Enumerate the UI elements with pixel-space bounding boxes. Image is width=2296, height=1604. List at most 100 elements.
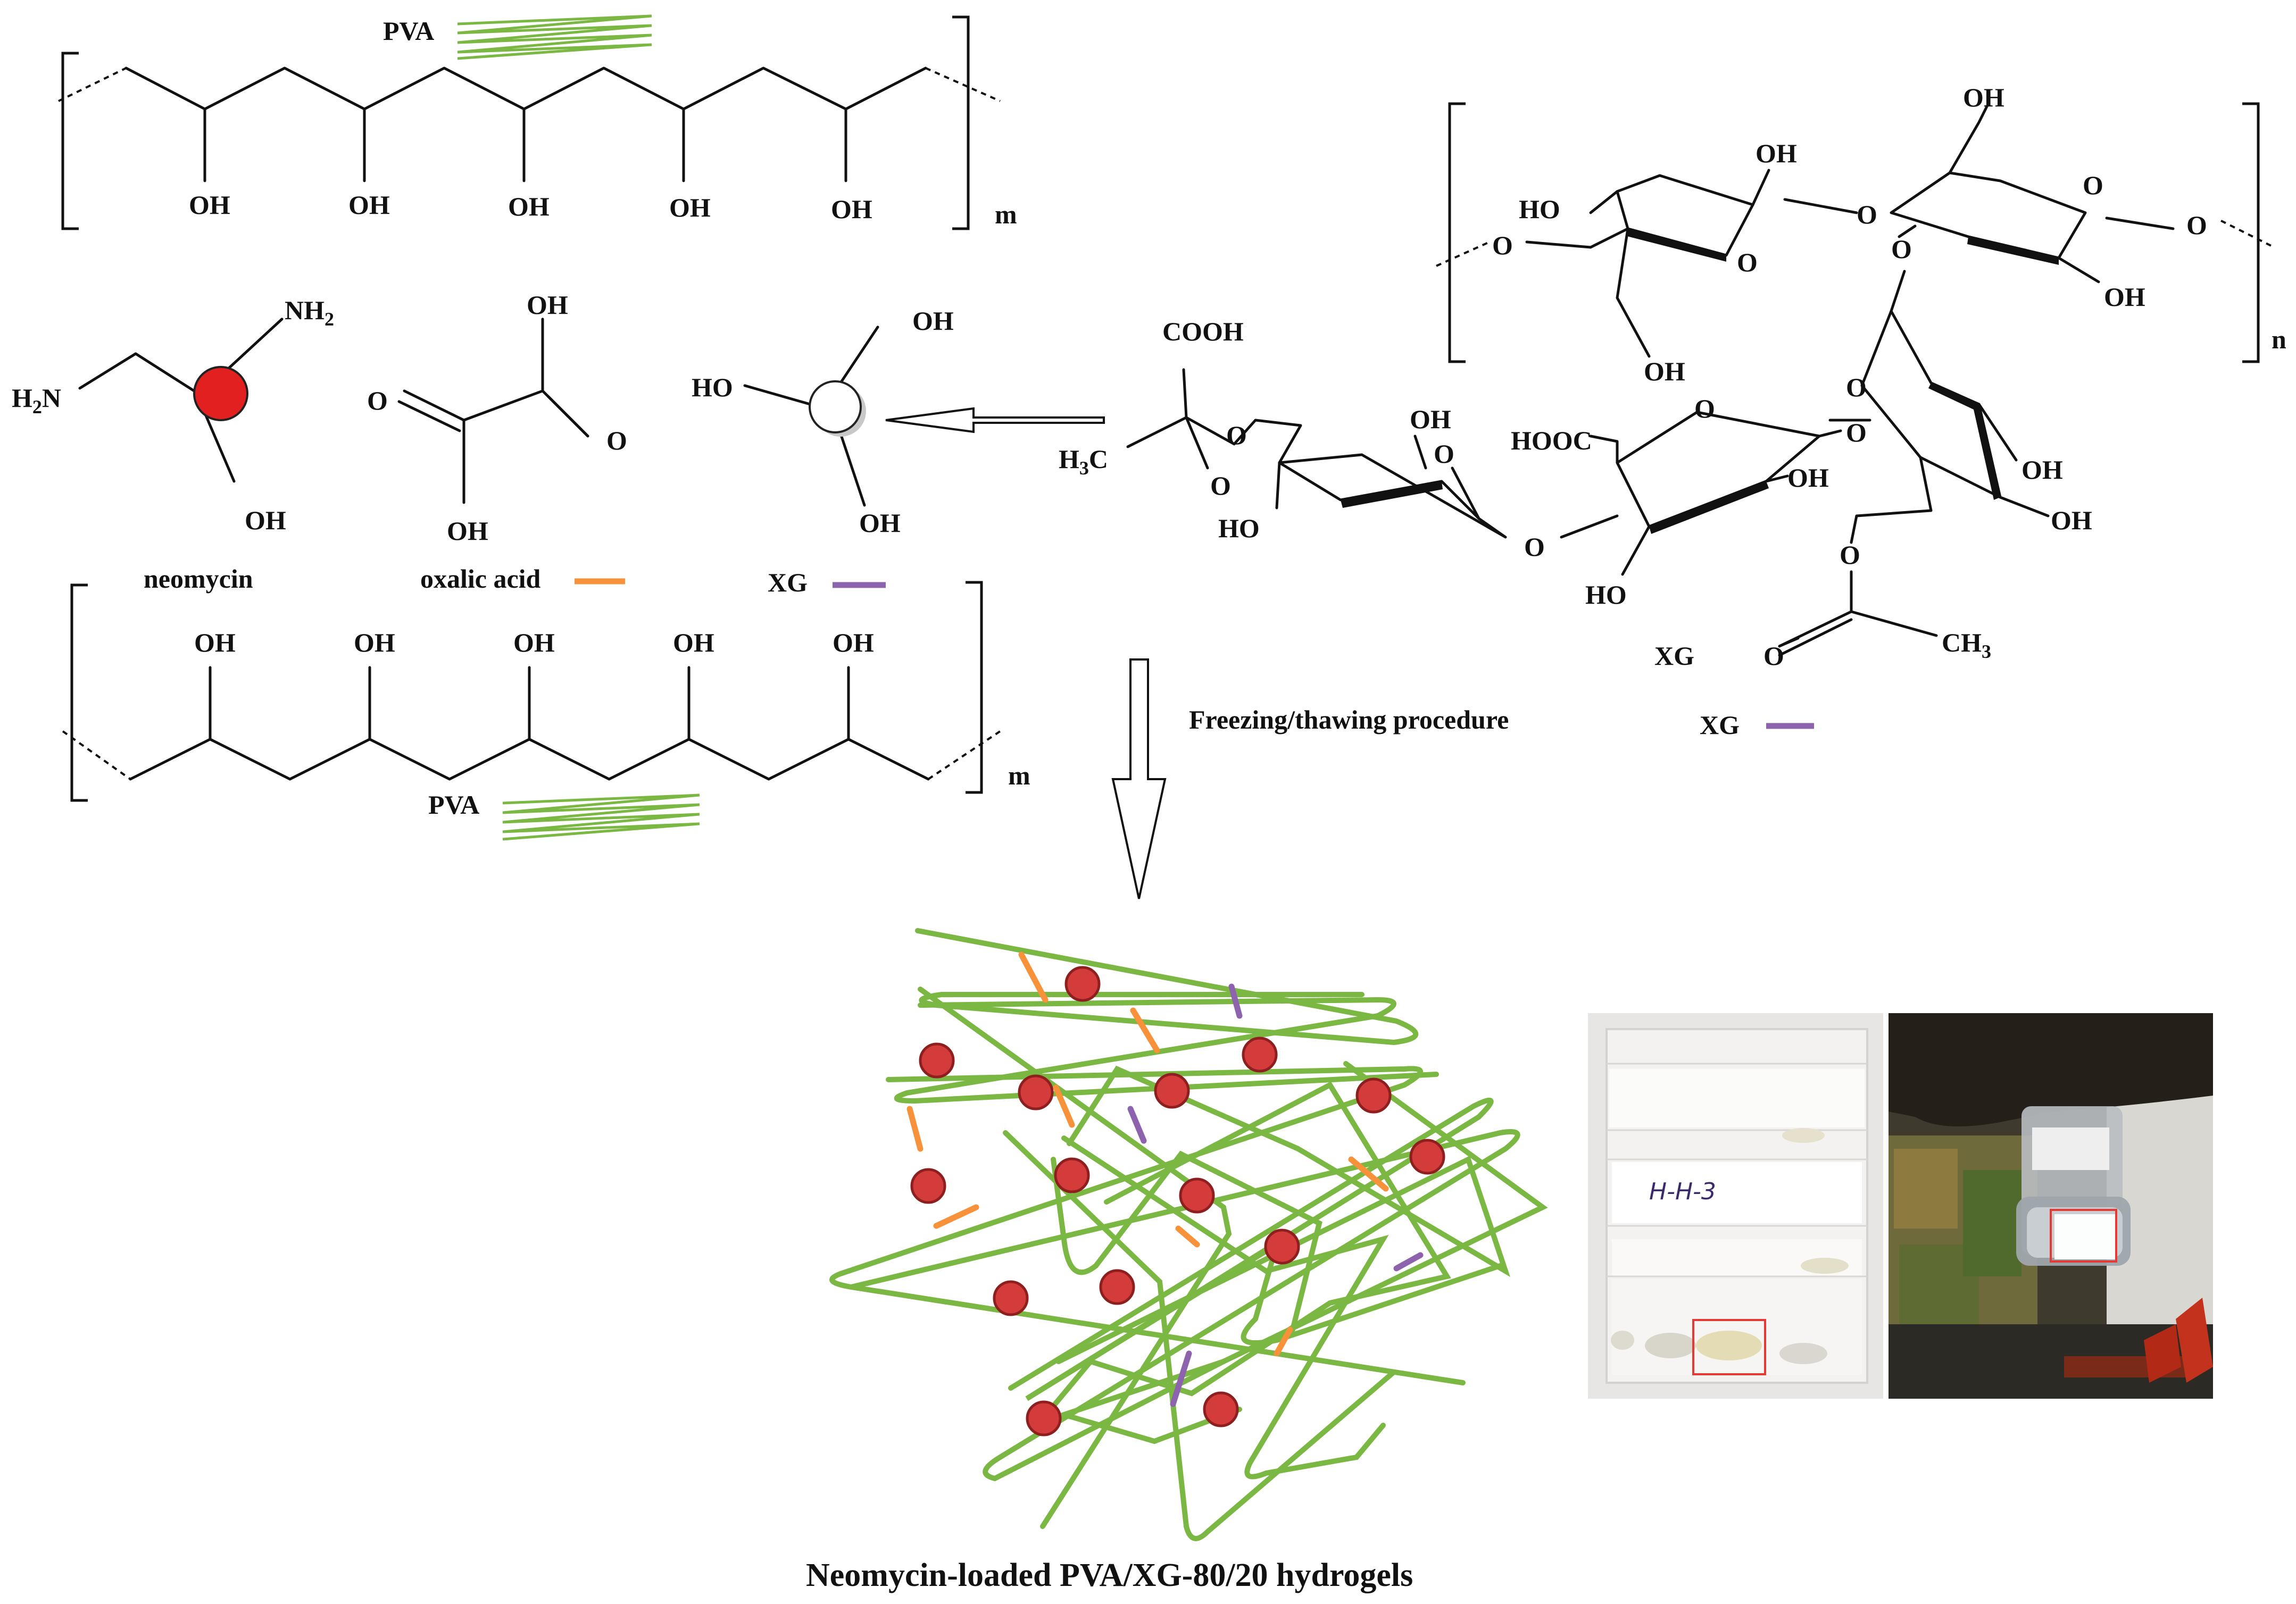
- oh-label: OH: [673, 628, 714, 657]
- ch3-label: CH3: [1942, 628, 1991, 662]
- xg-label: XG: [1700, 710, 1740, 740]
- o-label: O: [367, 386, 388, 415]
- hollow-arrow-down-icon: [1111, 658, 1167, 899]
- xg-segment: [1127, 1106, 1147, 1144]
- xg-structure: n O HO OH O OH O O OH O OH O O OH: [1059, 82, 2286, 671]
- o-label: O: [1857, 199, 1877, 229]
- o-label: O: [1210, 471, 1231, 500]
- oh-label: OH: [1644, 356, 1685, 386]
- oh-label: OH: [447, 516, 488, 546]
- neomycin-label: neomycin: [144, 564, 253, 594]
- hollow-arrow-left-icon: [885, 407, 1105, 433]
- freezing-procedure-label: Freezing/thawing procedure: [1189, 705, 1509, 734]
- oh-label: OH: [189, 190, 230, 220]
- bag-seal-lines: [1607, 1063, 1867, 1277]
- figure-caption: Neomycin-loaded PVA/XG-80/20 hydrogels: [806, 1557, 1413, 1593]
- hydrogel-network: [829, 928, 1548, 1541]
- oh-label: OH: [2051, 505, 2092, 535]
- h2n-label: H2N: [12, 383, 61, 417]
- oh-label: OH: [1787, 463, 1829, 492]
- neomycin-particle: [1264, 1229, 1300, 1265]
- neomycin-particle: [993, 1280, 1029, 1316]
- neomycin-particle: [910, 1168, 946, 1204]
- oxalic-acid-segment: [1053, 1084, 1075, 1128]
- oxalic-acid-structure: OH O O OH oxalic acid: [367, 290, 627, 594]
- pva-strand-icon: [457, 14, 652, 60]
- oh-label: OH: [348, 190, 390, 220]
- oxalic-acid-crosslinks: [906, 951, 1389, 1357]
- oh-label: OH: [1756, 138, 1797, 168]
- neomycin-particle: [1179, 1177, 1215, 1214]
- oh-label: OH: [833, 628, 874, 657]
- o-label: O: [1434, 439, 1454, 469]
- o-label: O: [1492, 230, 1513, 260]
- o-label: O: [1763, 641, 1784, 671]
- handwritten-sample-label: H-H-3: [1649, 1178, 1716, 1205]
- neomycin-particle: [1054, 1157, 1090, 1193]
- cooh-label: COOH: [1162, 316, 1244, 346]
- hooc-label: HOOC: [1511, 425, 1592, 455]
- oh-label: OH: [194, 628, 236, 657]
- photo-vial: [1889, 1013, 2213, 1399]
- ho-label: HO: [1585, 580, 1627, 609]
- o-label: O: [1524, 532, 1545, 562]
- o-label: O: [1840, 540, 1860, 570]
- pva-label-bottom: PVA: [428, 790, 479, 820]
- repeat-m-bottom: m: [1008, 761, 1030, 790]
- neomycin-structure: H2N NH2 OH neomycin: [12, 295, 334, 594]
- xg-symbol-structure: HO OH OH XG: [692, 306, 1105, 597]
- neomycin-particles: [910, 966, 1445, 1436]
- ho-label: HO: [1218, 513, 1260, 543]
- nh2-label: NH2: [285, 295, 334, 330]
- o-label: O: [1694, 394, 1715, 423]
- neomycin-particle: [1026, 1400, 1062, 1436]
- o-label: O: [1846, 372, 1867, 402]
- o-label: O: [1891, 234, 1912, 264]
- pva-strand-icon: [502, 793, 700, 841]
- xg-sphere-icon: [809, 380, 862, 433]
- neomycin-particle: [1064, 966, 1101, 1002]
- oxalic-acid-segment: [1130, 1007, 1160, 1054]
- oxalic-acid-label: oxalic acid: [420, 564, 541, 594]
- o-label: O: [2083, 170, 2103, 200]
- neomycin-particle: [1099, 1269, 1135, 1305]
- neomycin-sphere-icon: [193, 366, 248, 421]
- o-label: O: [2186, 210, 2207, 240]
- photo-sample-bag: H-H-3: [1588, 1013, 1883, 1399]
- neomycin-particle: [1018, 1074, 1054, 1110]
- repeat-m-top: m: [995, 199, 1017, 229]
- pva-label-top: PVA: [383, 16, 434, 46]
- neomycin-particle: [1355, 1077, 1392, 1114]
- neomycin-particle: [1203, 1391, 1239, 1427]
- xg-segment: [1170, 1350, 1192, 1407]
- o-label: O: [1737, 247, 1758, 277]
- oh-label: OH: [245, 505, 286, 535]
- ho-label: HO: [1519, 194, 1560, 224]
- oh-label: OH: [513, 628, 555, 657]
- neomycin-particle: [1409, 1139, 1445, 1175]
- oh-label: OH: [2104, 282, 2145, 312]
- oxalic-acid-segment: [1175, 1225, 1200, 1248]
- h3c-label: H3C: [1059, 444, 1108, 479]
- xg-legend-label: XG: [768, 567, 808, 597]
- pva-chain-top: OH OH OH OH OH m PVA: [58, 14, 1017, 230]
- repeat-n: n: [2272, 324, 2286, 354]
- oh-label: OH: [912, 306, 954, 336]
- oxalic-acid-segment: [1348, 1156, 1389, 1192]
- oh-label: OH: [1963, 82, 2004, 112]
- pva-chain-bottom: OH OH OH OH OH m PVA: [62, 581, 1030, 841]
- neomycin-particle: [1242, 1037, 1278, 1073]
- ho-label: HO: [692, 372, 733, 402]
- o-label: O: [1226, 420, 1247, 450]
- oh-label: OH: [527, 290, 568, 320]
- oh-label: OH: [1410, 404, 1451, 434]
- xg-structure-label: XG: [1654, 641, 1694, 671]
- pva-network-strands: [829, 928, 1548, 1541]
- xg-segment: [1228, 983, 1243, 1019]
- oh-label: OH: [508, 191, 550, 221]
- oh-label: OH: [831, 194, 872, 224]
- oxalic-acid-segment: [1274, 1326, 1293, 1357]
- highlight-box: [2050, 1209, 2117, 1263]
- oh-label: OH: [859, 508, 901, 538]
